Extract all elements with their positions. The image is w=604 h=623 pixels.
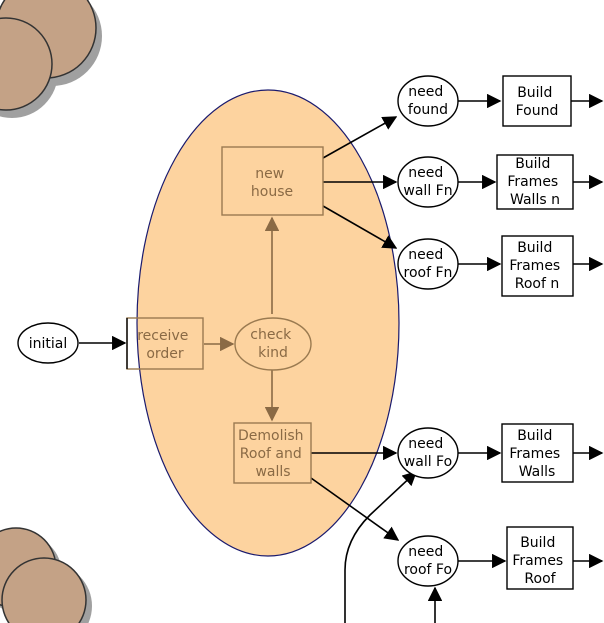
build-frames-roof-n-line2: Frames — [509, 258, 560, 274]
outer-edges — [79, 93, 604, 623]
svg-text:need wall Fn: need wall Fn — [403, 165, 452, 199]
svg-text:need roof Fn: need roof Fn — [404, 247, 453, 281]
build-frames-walls-line3: Walls — [519, 464, 556, 480]
build-frames-walls-node: Build Frames Walls — [501, 423, 574, 483]
check-kind-line2: kind — [258, 345, 288, 361]
build-frames-walls-n-node: Build Frames Walls n — [496, 154, 574, 210]
need-wall-fo-line2: wall Fo — [404, 454, 452, 470]
initial-node: initial — [17, 322, 79, 364]
need-found-node: need found — [397, 75, 459, 127]
svg-text:need wall Fo: need wall Fo — [404, 436, 452, 470]
demolish-node: Demolish Roof and walls — [233, 422, 312, 484]
svg-text:Demolish Roof and: Demolish Roof and walls — [238, 428, 308, 480]
need-found-line1: need — [408, 84, 443, 100]
need-found-line2: found — [408, 102, 448, 118]
need-roof-fo-line2: roof Fo — [404, 562, 452, 578]
initial-label: initial — [29, 336, 68, 352]
build-frames-roof-line1: Build — [520, 535, 555, 551]
need-wall-fn-line1: need — [408, 165, 443, 181]
demolish-line2: Roof and — [240, 446, 302, 462]
demolish-line1: Demolish — [238, 428, 304, 444]
build-found-node: Build Found — [502, 75, 572, 127]
new-house-node: new house — [221, 146, 324, 216]
build-frames-walls-n-line2: Frames — [507, 174, 558, 190]
edges-in — [204, 216, 280, 422]
cloud-top-left — [0, 0, 102, 118]
check-kind-node: check kind — [234, 317, 312, 371]
new-house-line1: new — [255, 166, 284, 182]
need-wall-fn-node: need wall Fn — [397, 156, 459, 208]
receive-order-node: receive order — [126, 317, 204, 370]
svg-text:Build Frames Walls: Build Frames Walls n — [507, 156, 562, 208]
receive-order-line2: order — [146, 346, 184, 362]
check-kind-line1: check — [250, 327, 292, 343]
need-roof-fo-line1: need — [408, 544, 443, 560]
need-wall-fo-line1: need — [408, 436, 443, 452]
receive-order-line1: receive — [137, 328, 188, 344]
build-frames-roof-n-line3: Roof n — [515, 276, 559, 292]
build-found-line1: Build — [517, 85, 552, 101]
svg-text:need found: need found — [408, 84, 448, 118]
build-frames-roof-n-node: Build Frames Roof n — [501, 235, 574, 297]
build-frames-roof-line2: Frames — [512, 553, 563, 569]
need-wall-fn-line2: wall Fn — [403, 183, 452, 199]
cloud-bottom-left — [0, 527, 92, 623]
build-frames-roof-n-line1: Build — [517, 240, 552, 256]
need-roof-fn-line1: need — [408, 247, 443, 263]
svg-text:need roof Fo: need roof Fo — [404, 544, 452, 578]
new-house-line2: house — [251, 184, 293, 200]
build-found-line2: Found — [516, 103, 559, 119]
svg-text:Build Frames Walls: Build Frames Walls — [509, 428, 564, 480]
build-frames-walls-n-line1: Build — [515, 156, 550, 172]
demolish-line3: walls — [255, 464, 290, 480]
svg-text:Build Found: Build Found — [516, 85, 559, 119]
need-roof-fo-node: need roof Fo — [397, 535, 459, 587]
edges-out — [310, 116, 400, 541]
build-frames-walls-line2: Frames — [509, 446, 560, 462]
need-roof-fn-line2: roof Fn — [404, 265, 453, 281]
build-frames-walls-n-line3: Walls n — [510, 192, 560, 208]
build-frames-roof-node: Build Frames Roof — [506, 526, 574, 590]
svg-text:Build Frames Roof: Build Frames Roof n — [509, 240, 564, 292]
build-frames-walls-line1: Build — [517, 428, 552, 444]
svg-text:check kind: check kind — [250, 327, 295, 361]
need-roof-fn-node: need roof Fn — [397, 238, 459, 290]
svg-text:receive order: receive order — [137, 328, 193, 362]
need-wall-fo-node: need wall Fo — [397, 427, 459, 479]
build-frames-roof-line3: Roof — [524, 571, 556, 587]
highlight-region — [136, 89, 400, 557]
svg-text:Build Frames Roof: Build Frames Roof — [512, 535, 567, 587]
svg-text:new house: new house — [251, 166, 293, 200]
